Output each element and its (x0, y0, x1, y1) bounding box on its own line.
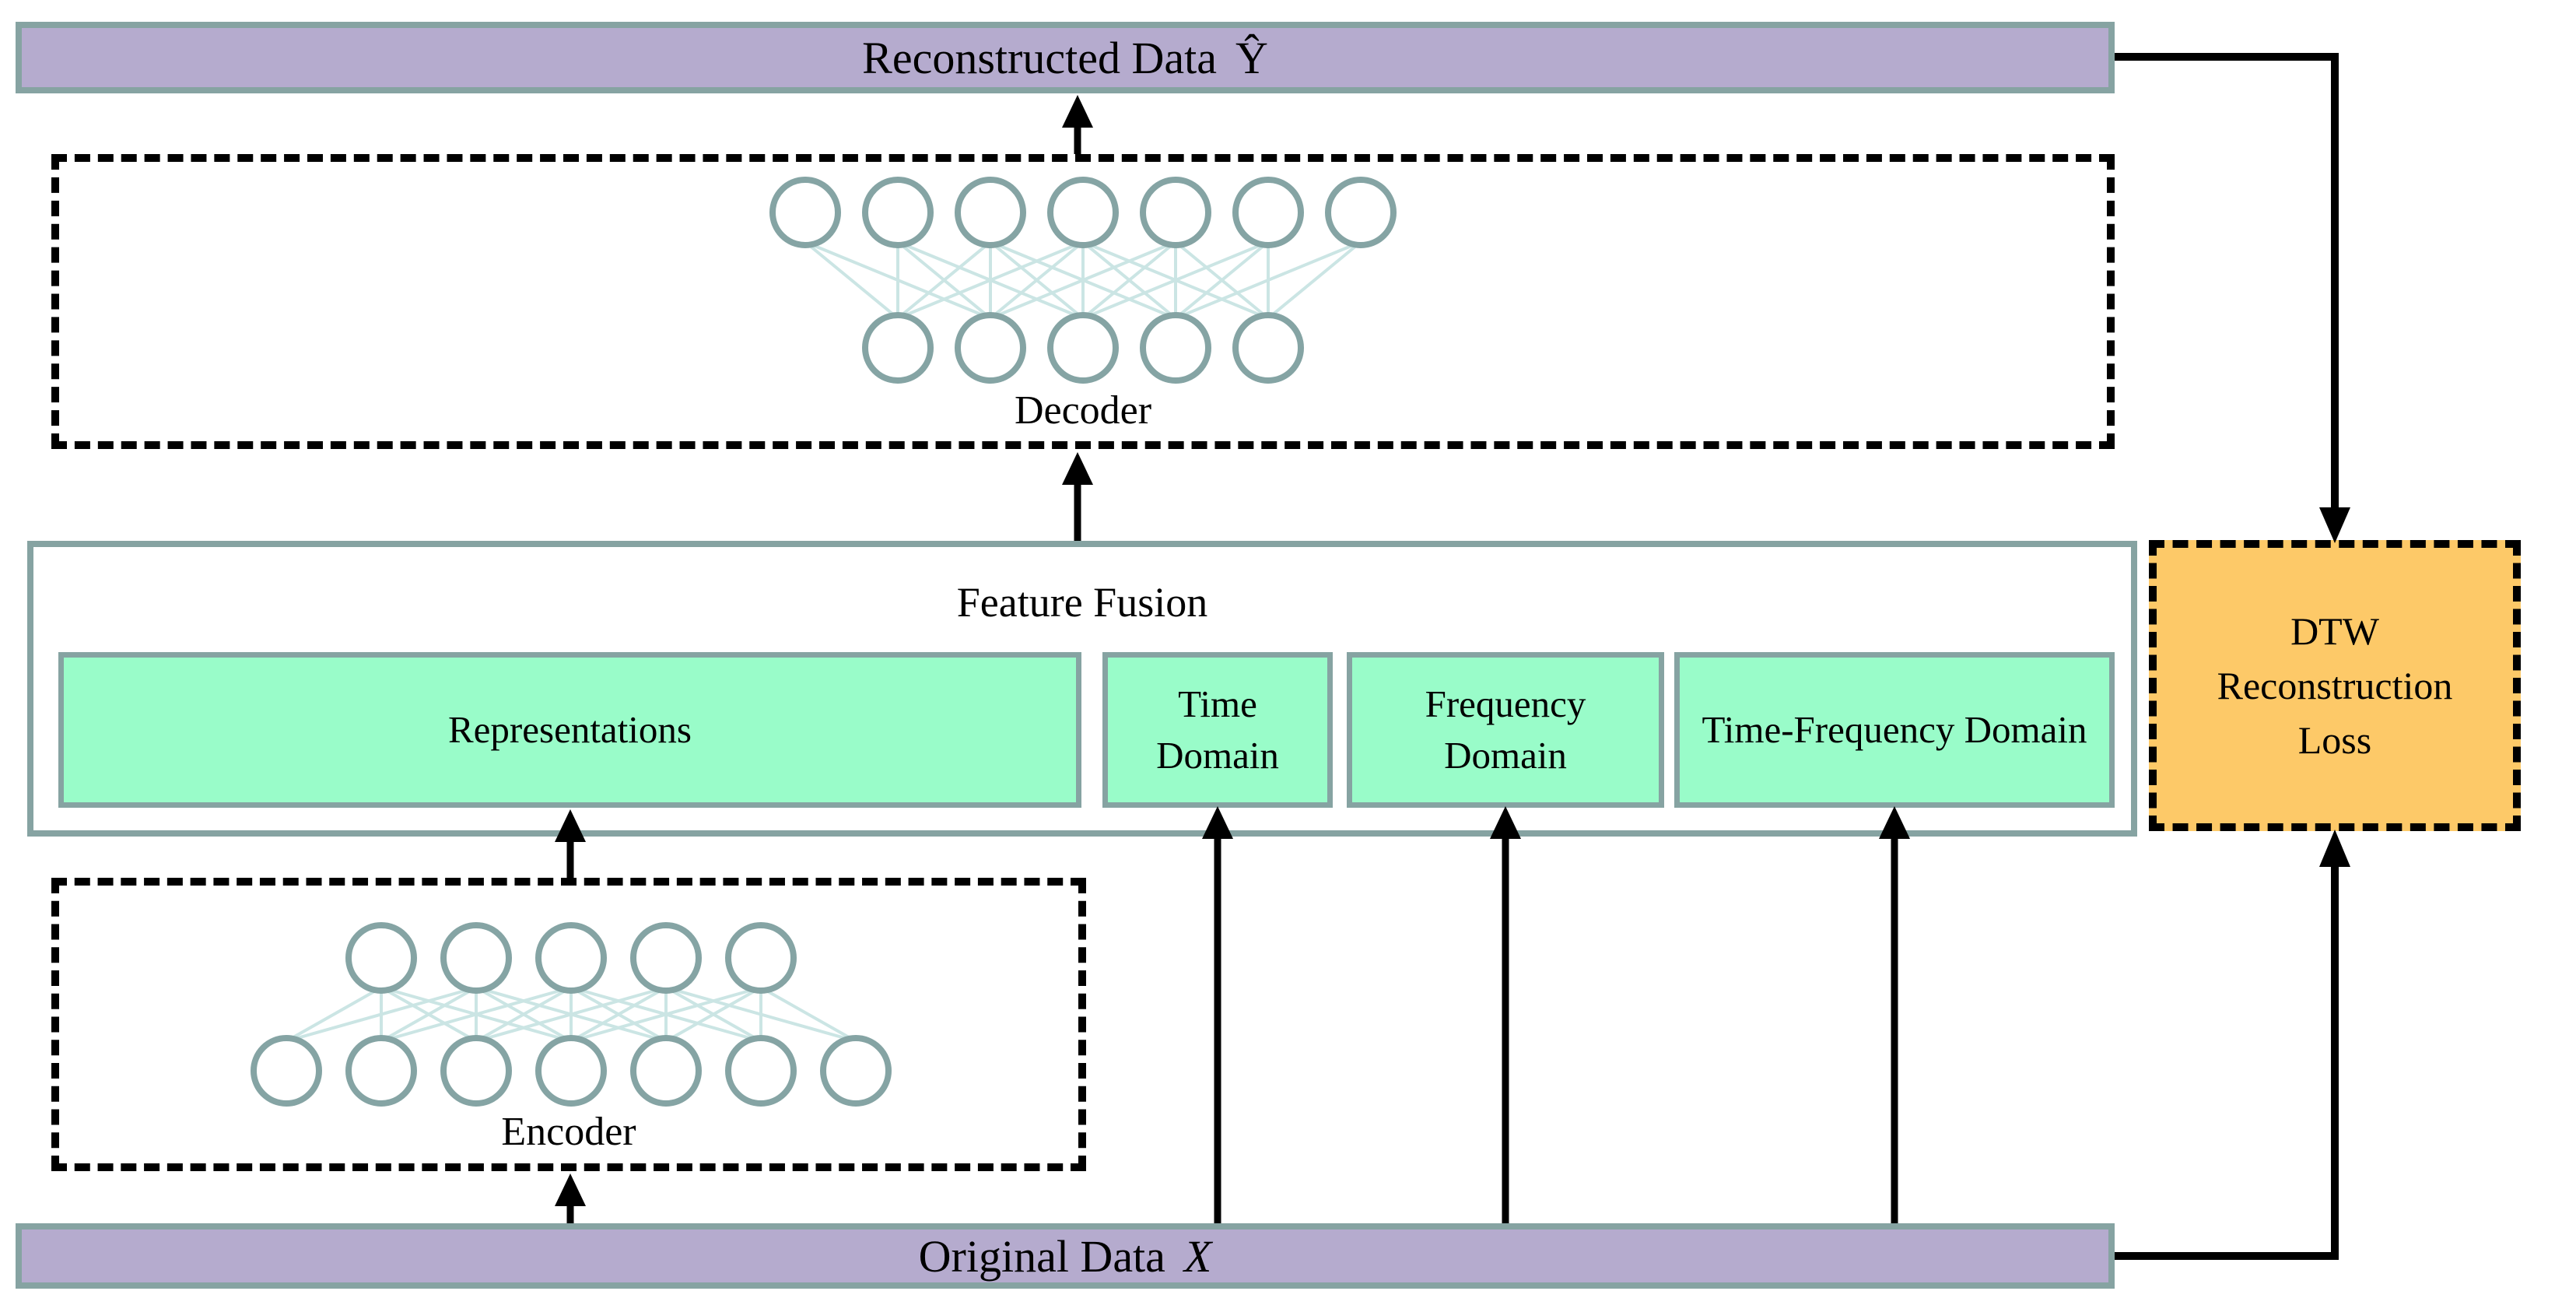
frequency-domain-label: Frequency Domain (1425, 682, 1586, 777)
dtw-reconstruction-loss-box: DTW Reconstruction Loss (2149, 540, 2521, 831)
reconstructed-data-bar: Reconstructed Data Ŷ (16, 22, 2115, 93)
decoder-label: Decoder (1014, 388, 1152, 433)
feature-fusion-label: Feature Fusion (956, 579, 1208, 626)
y-hat-symbol: Ŷ (1235, 32, 1268, 83)
feature-fusion-box: Feature Fusion Representations Time Doma… (27, 541, 2137, 837)
x-symbol: X (1183, 1230, 1212, 1282)
representations-label: Representations (448, 707, 692, 751)
time-frequency-domain-label: Time-Frequency Domain (1702, 707, 2087, 751)
decoder-box: Decoder (51, 154, 2115, 449)
reconstructed-data-label: Reconstructed Data (862, 32, 1217, 83)
time-domain-label: Time Domain (1156, 682, 1279, 777)
original-data-label: Original Data (918, 1230, 1165, 1282)
encoder-network (251, 922, 892, 1107)
decoder-network (769, 177, 1397, 384)
frequency-domain-box: Frequency Domain (1347, 652, 1664, 808)
original-data-bar: Original Data X (16, 1223, 2115, 1289)
time-frequency-domain-box: Time-Frequency Domain (1674, 652, 2115, 808)
encoder-box: Encoder (51, 878, 1086, 1171)
dtw-loss-label: DTW Reconstruction Loss (2217, 609, 2453, 762)
representations-box: Representations (58, 652, 1081, 808)
time-domain-box: Time Domain (1102, 652, 1333, 808)
encoder-label: Encoder (501, 1110, 636, 1154)
